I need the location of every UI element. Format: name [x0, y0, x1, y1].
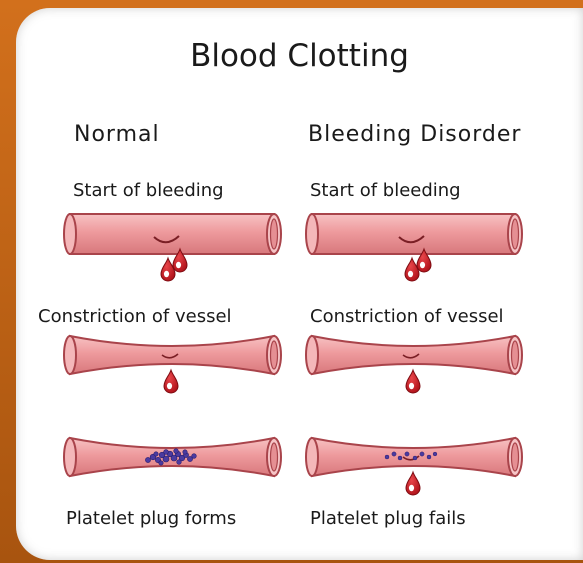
- normal-blood-drop-constriction: [164, 370, 178, 393]
- normal-vessel-constricted: [64, 336, 281, 374]
- disorder-vessel-start: [306, 214, 522, 254]
- disorder-vessel-constricted: [306, 336, 522, 374]
- diagram-illustrations: [16, 8, 583, 560]
- disorder-blood-drop-constriction: [406, 370, 420, 393]
- diagram-card: Blood Clotting Normal Bleeding Disorder …: [16, 8, 583, 560]
- normal-vessel-start: [64, 214, 281, 254]
- disorder-blood-drop-plug-fails: [406, 472, 420, 495]
